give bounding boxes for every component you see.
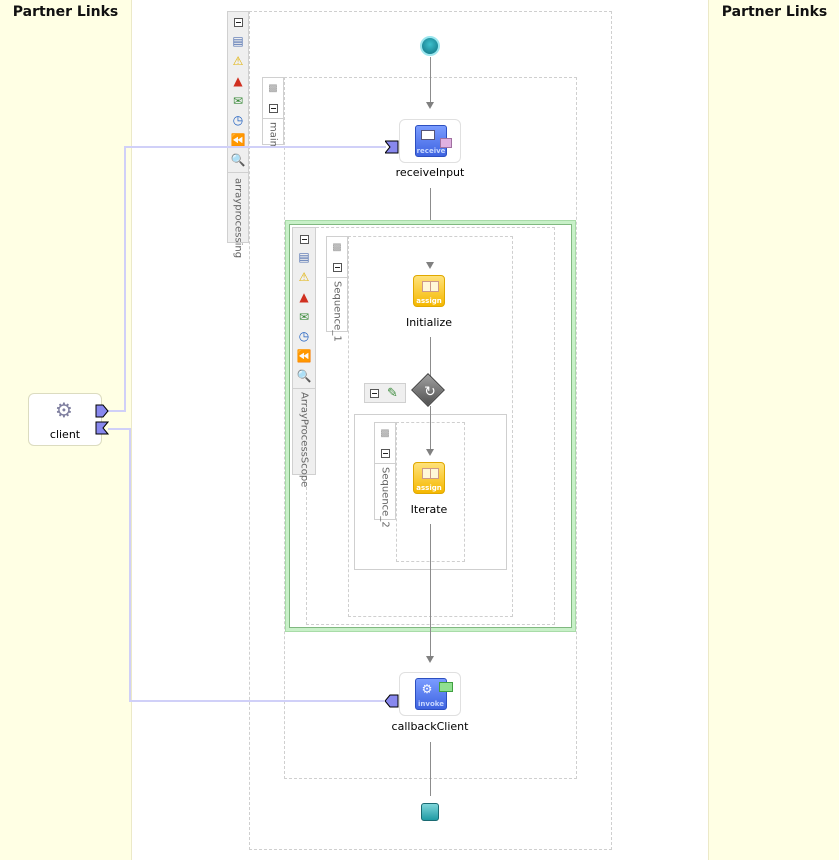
- main-sequence-toolbar: ▩ main: [262, 77, 284, 147]
- sequence1-toolbar: ▩ Sequence_1: [326, 236, 348, 342]
- partner-link-line-invoke: [129, 700, 387, 702]
- collapse-icon[interactable]: [266, 101, 280, 115]
- iterate-assign-icon[interactable]: assign: [413, 462, 445, 494]
- client-port-out-icon[interactable]: [95, 404, 109, 418]
- scope-toolbar: ▤ ⚠ ▲ ✉ ◷ ⏪ 🔍 ArrayProcessScope: [292, 227, 316, 487]
- partner-links-pane-right: Partner Links: [708, 0, 839, 860]
- collapse-icon[interactable]: [231, 15, 245, 29]
- iterate-badge: assign: [416, 484, 442, 492]
- event-icon[interactable]: ✉: [232, 94, 244, 108]
- zoom-icon[interactable]: 🔍: [230, 153, 246, 167]
- receive-port-icon: [385, 140, 399, 154]
- event-icon[interactable]: ✉: [298, 310, 310, 324]
- collapse-icon[interactable]: [330, 260, 344, 274]
- flow-arrow: [426, 262, 434, 269]
- zoom-icon[interactable]: 🔍: [296, 369, 312, 383]
- sequence-icon: ▩: [332, 242, 342, 253]
- initialize-assign-icon[interactable]: assign: [413, 275, 445, 307]
- flow-arrow: [426, 102, 434, 109]
- partner-link-line-invoke-h: [108, 428, 130, 430]
- collapse-icon[interactable]: [370, 389, 379, 398]
- client-label: client: [49, 428, 81, 441]
- sequence2-toolbar: ▩ Sequence_2: [374, 422, 396, 528]
- sequence-icon: ▩: [380, 428, 390, 439]
- warning-icon[interactable]: ⚠: [232, 54, 244, 68]
- variables-icon[interactable]: ▤: [232, 34, 244, 48]
- flow-line: [430, 524, 431, 658]
- flow-arrow: [426, 656, 434, 663]
- alarm-icon[interactable]: ◷: [232, 113, 244, 127]
- partner-links-title-left: Partner Links: [12, 4, 119, 20]
- partner-link-line-invoke-v: [129, 428, 131, 702]
- sequence1-label: Sequence_1: [331, 281, 343, 342]
- receive-label: receiveInput: [395, 166, 465, 179]
- partner-link-line-receive: [124, 146, 386, 148]
- process-container: [249, 11, 612, 850]
- invoke-label: callbackClient: [391, 720, 469, 733]
- process-name-label: arrayprocessing: [232, 178, 244, 259]
- loop-icon: ↻: [424, 384, 436, 400]
- flow-arrow: [426, 449, 434, 456]
- receive-icon: receive: [415, 125, 452, 157]
- flow-line: [430, 57, 431, 103]
- receive-badge: receive: [416, 147, 446, 155]
- start-node[interactable]: [420, 36, 440, 56]
- client-partner-link[interactable]: ⚙ client: [28, 393, 102, 446]
- main-sequence-label: main: [267, 122, 279, 147]
- iterate-label: Iterate: [410, 503, 448, 516]
- sequence2-label: Sequence_2: [379, 467, 391, 528]
- edit-condition-icon[interactable]: ✎: [387, 386, 398, 401]
- invoke-badge: invoke: [418, 700, 444, 708]
- collapse-icon[interactable]: [297, 232, 311, 246]
- initialize-label: Initialize: [405, 316, 453, 329]
- while-toolbar: ✎: [364, 383, 406, 403]
- warning-icon[interactable]: ⚠: [298, 270, 310, 284]
- flow-line: [430, 742, 431, 796]
- compensation-icon[interactable]: ⏪: [230, 133, 246, 147]
- receive-activity[interactable]: receive: [399, 119, 461, 163]
- scope-name-label: ArrayProcessScope: [298, 392, 310, 488]
- flow-line: [430, 337, 431, 377]
- flow-line: [430, 406, 431, 452]
- fault-icon[interactable]: ▲: [299, 290, 309, 304]
- initialize-badge: assign: [416, 297, 442, 305]
- sequence-icon: ▩: [268, 83, 278, 94]
- invoke-icon: ⚙ invoke: [415, 678, 453, 710]
- alarm-icon[interactable]: ◷: [298, 329, 310, 343]
- partner-link-line-receive-h: [108, 410, 126, 412]
- compensation-icon[interactable]: ⏪: [296, 349, 312, 363]
- partner-links-title-right: Partner Links: [721, 4, 828, 20]
- process-toolbar: ▤ ⚠ ▲ ✉ ◷ ⏪ 🔍 arrayprocessing: [227, 11, 249, 258]
- gear-service-icon: ⚙: [55, 398, 73, 422]
- end-node[interactable]: [421, 803, 439, 821]
- variables-icon[interactable]: ▤: [298, 250, 310, 264]
- invoke-port-icon: [385, 694, 399, 708]
- client-port-in-icon[interactable]: [95, 421, 109, 435]
- invoke-activity[interactable]: ⚙ invoke: [399, 672, 461, 716]
- fault-icon[interactable]: ▲: [233, 74, 243, 88]
- partner-link-line-receive-v: [124, 146, 126, 412]
- collapse-icon[interactable]: [378, 446, 392, 460]
